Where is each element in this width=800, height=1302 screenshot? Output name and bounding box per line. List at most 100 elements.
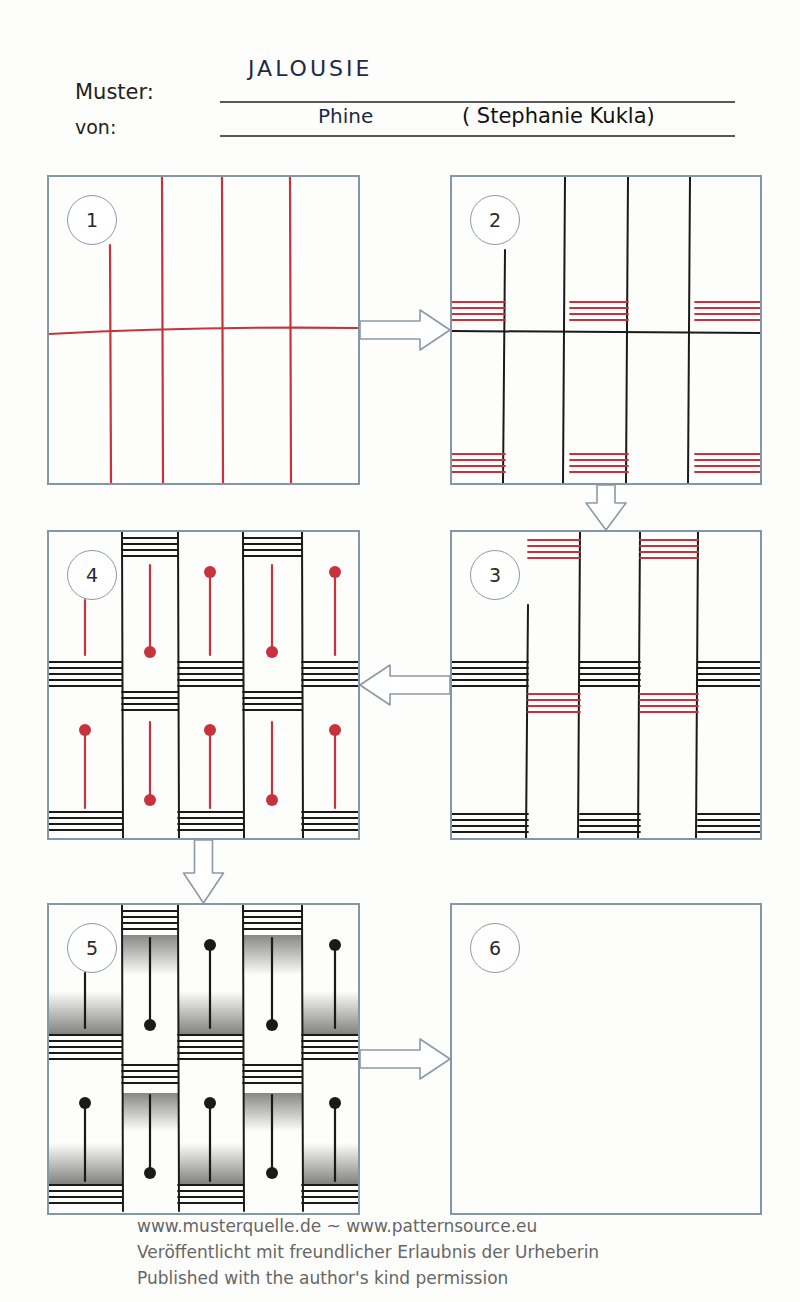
step-number: 4 — [86, 566, 98, 585]
band-stroke — [49, 1196, 122, 1198]
guide-line — [49, 328, 358, 334]
string-knob — [144, 1019, 156, 1031]
band-stroke — [122, 703, 178, 705]
band-stroke — [243, 1070, 302, 1072]
author-name: Phine — [318, 104, 373, 128]
slat-line — [563, 177, 565, 483]
band-stroke — [698, 813, 760, 815]
band-stroke — [528, 557, 580, 559]
underline — [220, 135, 735, 137]
band-stroke — [452, 679, 528, 681]
string — [334, 945, 336, 1028]
band-stroke — [695, 307, 760, 309]
guide-line — [110, 245, 111, 483]
band-stroke — [122, 555, 178, 557]
band-stroke — [528, 711, 580, 713]
string — [271, 722, 273, 800]
step-number: 6 — [489, 939, 501, 958]
string-knob — [204, 724, 216, 736]
band-stroke — [580, 679, 640, 681]
shading — [302, 1143, 358, 1185]
band-stroke — [49, 829, 122, 831]
footer-note: Veröffentlicht mit freundlicher Erlaubni… — [137, 1242, 599, 1262]
step-arrow — [360, 665, 450, 705]
band-stroke — [580, 667, 640, 669]
band-stroke — [580, 661, 640, 663]
band-stroke — [243, 709, 302, 711]
band-stroke — [695, 313, 760, 315]
band-stroke — [122, 910, 178, 912]
string — [209, 572, 211, 655]
band-stroke — [178, 823, 243, 825]
band-stroke — [695, 471, 760, 473]
band-stroke — [580, 825, 640, 827]
band-stroke — [243, 555, 302, 557]
band-stroke — [243, 922, 302, 924]
band-stroke — [302, 1184, 358, 1186]
band-stroke — [122, 537, 178, 539]
string — [209, 945, 211, 1028]
band-stroke — [528, 693, 580, 695]
band-stroke — [452, 813, 528, 815]
band-stroke — [640, 545, 698, 547]
band-stroke — [640, 693, 698, 695]
slat-line — [122, 905, 123, 1211]
band-stroke — [178, 1040, 243, 1042]
band-stroke — [640, 539, 698, 541]
band-stroke — [698, 667, 760, 669]
band-stroke — [640, 551, 698, 553]
band-stroke — [528, 545, 580, 547]
step-arrow — [360, 1039, 450, 1079]
band-stroke — [243, 1064, 302, 1066]
string — [271, 938, 273, 1023]
band-stroke — [178, 685, 243, 687]
band-stroke — [640, 711, 698, 713]
band-stroke — [452, 831, 528, 833]
string-knob — [144, 646, 156, 658]
band-stroke — [178, 1034, 243, 1036]
band-stroke — [570, 453, 628, 455]
band-stroke — [698, 673, 760, 675]
band-stroke — [302, 1052, 358, 1054]
band-stroke — [243, 691, 302, 693]
band-stroke — [178, 1058, 243, 1060]
step-panel: 5 — [47, 903, 360, 1215]
band-stroke — [243, 549, 302, 551]
band-stroke — [178, 661, 243, 663]
band-stroke — [178, 667, 243, 669]
band-stroke — [49, 673, 122, 675]
step-panel: 1 — [47, 175, 360, 485]
band-stroke — [178, 829, 243, 831]
band-stroke — [49, 685, 122, 687]
author-name: ( Stephanie Kukla) — [462, 104, 655, 129]
band-stroke — [122, 697, 178, 699]
step-number: 1 — [86, 211, 98, 230]
band-stroke — [570, 465, 628, 467]
band-stroke — [640, 557, 698, 559]
band-stroke — [452, 453, 505, 455]
slat-line — [452, 331, 760, 333]
band-stroke — [178, 1052, 243, 1054]
band-stroke — [452, 673, 528, 675]
slat-line — [243, 532, 244, 838]
string-knob — [266, 646, 278, 658]
guide-line — [222, 177, 223, 483]
step-number-circle: 4 — [67, 550, 117, 600]
band-stroke — [49, 1190, 122, 1192]
slat-line — [578, 532, 580, 838]
band-stroke — [302, 679, 358, 681]
band-stroke — [178, 817, 243, 819]
string-knob — [144, 794, 156, 806]
shading — [302, 991, 358, 1035]
band-stroke — [580, 685, 640, 687]
band-stroke — [122, 916, 178, 918]
band-stroke — [302, 1202, 358, 1204]
band-stroke — [49, 817, 122, 819]
step-panel: 3 — [450, 530, 762, 840]
band-stroke — [580, 819, 640, 821]
band-stroke — [528, 539, 580, 541]
pattern-title: JALOUSIE — [248, 56, 372, 82]
string — [149, 1095, 151, 1173]
band-stroke — [178, 1202, 243, 1204]
